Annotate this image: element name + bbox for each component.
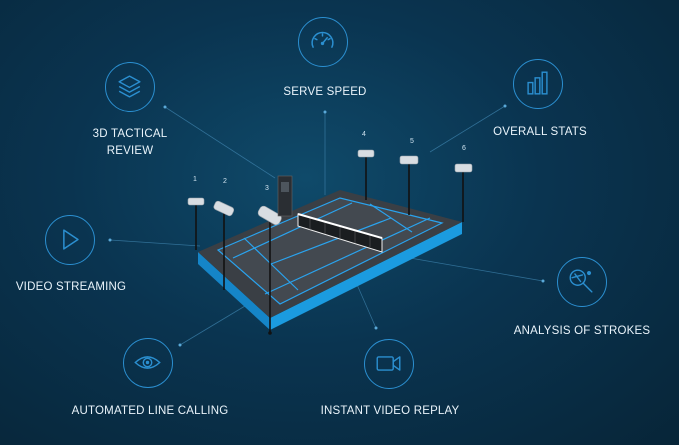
camera-number-3: 3	[265, 185, 269, 192]
serve-speed-label: SERVE SPEED	[283, 86, 367, 98]
tactical-review-label-line2: REVIEW	[106, 145, 154, 157]
camera-6	[454, 163, 473, 173]
play-icon	[45, 215, 95, 265]
analysis-of-strokes-label: ANALYSIS OF STROKES	[513, 325, 651, 337]
connector-dot	[163, 105, 167, 109]
tactical-review-label-line1: 3D TACTICAL	[92, 128, 168, 140]
connector-stats	[429, 105, 506, 153]
court-base-side-left	[198, 252, 270, 330]
eye-icon	[123, 338, 173, 388]
camera-5	[399, 155, 419, 165]
connector-dot	[541, 279, 545, 283]
connector-dot	[503, 104, 507, 108]
court-center-line	[270, 217, 392, 265]
connector-replay	[354, 279, 377, 329]
connector-linecalling	[179, 299, 256, 346]
connector-strokes	[409, 257, 544, 282]
camera-number-4: 4	[362, 131, 366, 138]
camera-1	[187, 197, 205, 206]
camera-number-1: 1	[193, 176, 197, 183]
tennis-racket-icon	[557, 257, 607, 307]
court-playing-area	[218, 198, 442, 304]
connector-tactical	[164, 106, 276, 179]
connector-dot	[323, 110, 327, 114]
connector-streaming	[109, 239, 201, 247]
court-base-side-right	[270, 222, 462, 330]
video-streaming-label: VIDEO STREAMING	[15, 281, 127, 293]
court-sideline	[232, 202, 353, 259]
camera-number-5: 5	[410, 138, 414, 145]
automated-line-calling-label: AUTOMATED LINE CALLING	[71, 405, 229, 417]
stacked-layers-icon	[105, 62, 155, 112]
connector-dot	[108, 238, 112, 242]
speedometer-icon	[298, 17, 348, 67]
camera-2	[213, 200, 235, 217]
connector-dot	[178, 343, 182, 347]
bar-chart-icon	[513, 59, 563, 109]
camera-3	[257, 205, 282, 226]
camera-4	[357, 149, 375, 158]
connector-dot	[374, 326, 378, 330]
camera-number-2: 2	[223, 178, 227, 185]
overall-stats-label: OVERALL STATS	[493, 126, 587, 138]
instant-video-replay-label: INSTANT VIDEO REPLAY	[320, 405, 460, 417]
camera-number-6: 6	[462, 145, 466, 152]
video-camera-icon	[364, 339, 414, 389]
court-sideline	[264, 217, 431, 295]
